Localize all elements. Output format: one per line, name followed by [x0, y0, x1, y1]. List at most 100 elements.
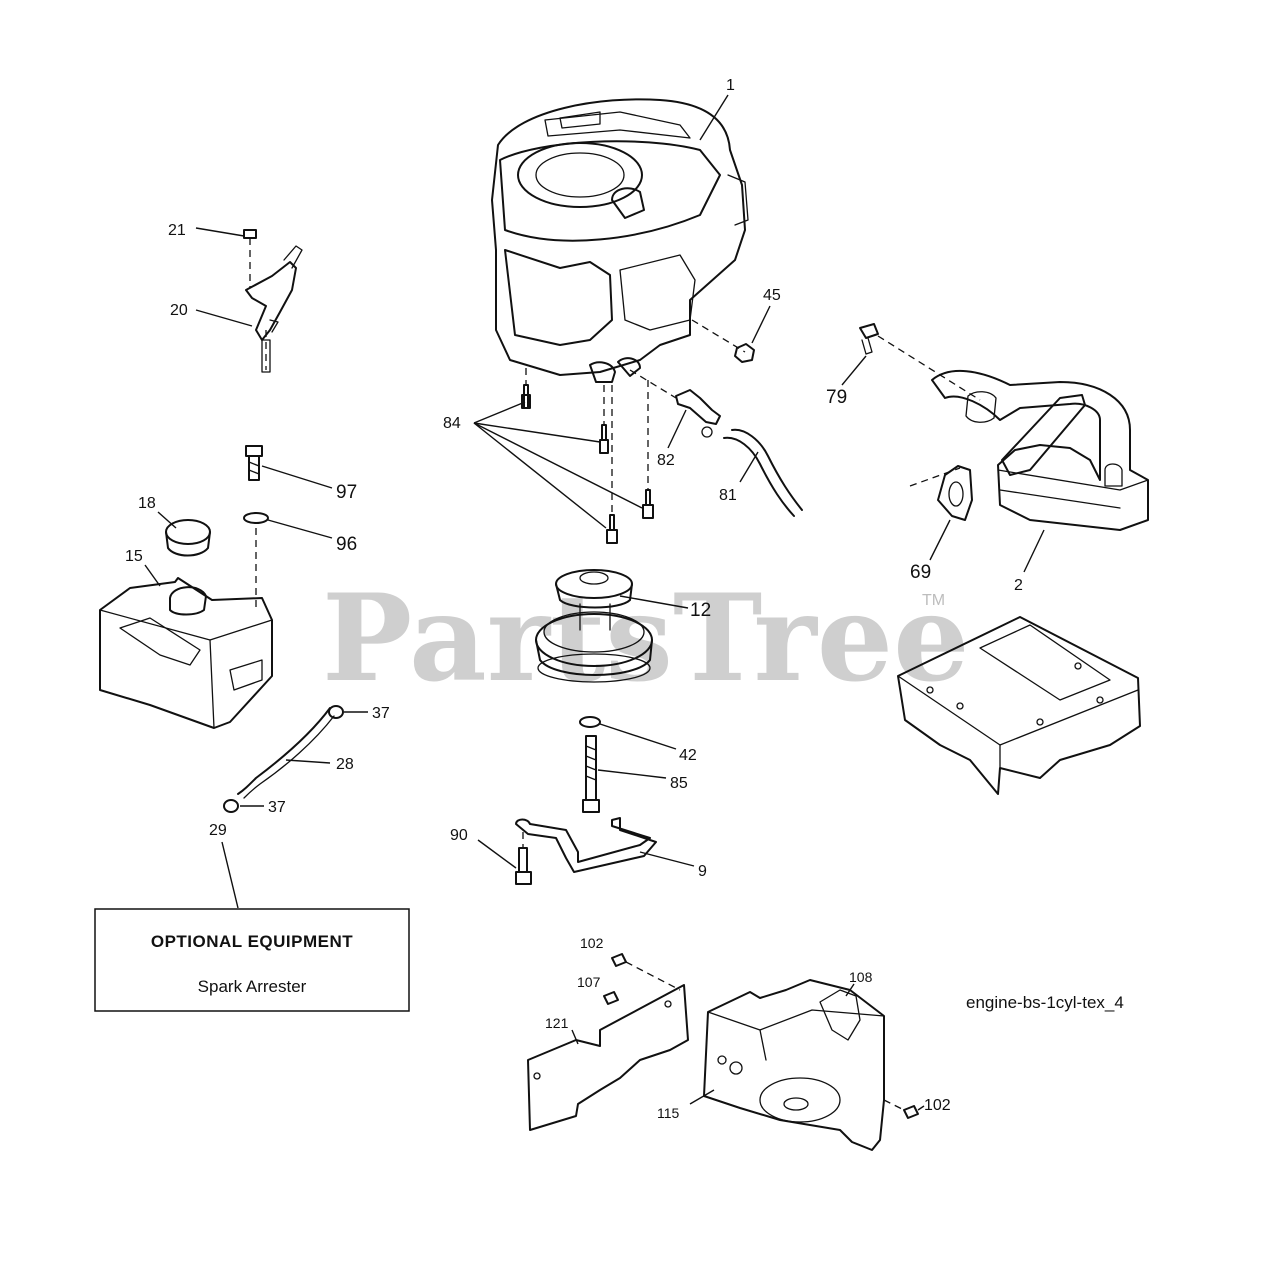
engine-assembly	[491, 98, 749, 383]
leader-85	[597, 769, 667, 779]
dashed-69	[909, 467, 961, 487]
leader-28	[285, 759, 331, 764]
pulley-12	[535, 569, 653, 683]
leader-108	[845, 983, 855, 997]
callout-21: 21	[168, 222, 186, 239]
throttle-control-20	[243, 229, 303, 373]
bolt-85	[582, 735, 600, 813]
leader-121	[571, 1029, 579, 1045]
callout-1: 1	[726, 77, 735, 94]
callout-12: 12	[690, 600, 711, 621]
leader-90	[477, 839, 517, 869]
bolt-90	[515, 832, 532, 885]
leader-1	[699, 94, 729, 141]
screw-107	[603, 991, 619, 1005]
dashed-82	[629, 369, 677, 399]
callout-79: 79	[826, 387, 847, 408]
leader-81	[739, 451, 759, 483]
callout-84: 84	[443, 415, 461, 432]
fuel-line-28-edge	[243, 715, 335, 799]
leader-102-right	[917, 1105, 925, 1111]
callout-42: 42	[679, 747, 697, 764]
callout-29: 29	[209, 822, 227, 839]
dashed-guide-45	[691, 319, 746, 353]
watermark-text: PartsTree	[322, 568, 969, 709]
callout-81: 81	[719, 487, 737, 504]
leader-84a	[473, 401, 526, 424]
diagram-code: engine-bs-1cyl-tex_4	[966, 993, 1124, 1012]
screw-102-top	[611, 953, 627, 967]
bolt-97	[245, 445, 263, 481]
leader-9	[639, 851, 695, 867]
fuel-tank-15	[99, 577, 273, 729]
leader-21	[195, 227, 245, 237]
washer-96	[243, 512, 269, 524]
callout-15: 15	[125, 548, 143, 565]
callout-85: 85	[670, 775, 688, 792]
engine-mounting-plate	[897, 616, 1141, 795]
clamp-37-top	[328, 705, 344, 719]
callout-9: 9	[698, 863, 707, 880]
screw-102-right	[903, 1105, 919, 1119]
callout-82: 82	[657, 452, 675, 469]
callout-121: 121	[545, 1015, 569, 1031]
optional-equipment-box	[94, 908, 410, 1012]
callout-90: 90	[450, 827, 468, 844]
callout-96: 96	[336, 534, 357, 555]
callout-102-top: 102	[580, 935, 604, 951]
leader-82	[667, 409, 687, 449]
muffler-2	[931, 369, 1149, 531]
leader-29	[221, 841, 239, 909]
heat-shield-121	[527, 984, 689, 1131]
callout-69: 69	[910, 562, 931, 583]
fuel-hose-81	[731, 428, 803, 511]
heat-shield-115	[703, 979, 885, 1151]
gasket-69	[909, 465, 973, 521]
callout-107: 107	[577, 974, 601, 990]
leader-42	[599, 723, 677, 750]
nut-45	[734, 343, 755, 363]
dashed-102-right	[883, 1099, 905, 1111]
leader-96	[267, 519, 333, 539]
leader-18	[157, 511, 177, 529]
leader-2	[1023, 529, 1045, 573]
callout-20: 20	[170, 302, 188, 319]
washer-42	[579, 716, 601, 728]
heat-shield-108	[819, 989, 861, 1041]
callout-97: 97	[336, 482, 357, 503]
leader-84d	[473, 422, 607, 529]
optional-equipment-title: OPTIONAL EQUIPMENT	[151, 932, 353, 951]
fuel-cap-18	[165, 519, 211, 557]
leader-84c	[473, 422, 643, 509]
callout-108: 108	[849, 969, 873, 985]
bolt-79	[859, 323, 879, 355]
watermark-trademark: TM	[922, 592, 945, 609]
callout-18: 18	[138, 495, 156, 512]
callout-28: 28	[336, 756, 354, 773]
callout-2: 2	[1014, 577, 1023, 594]
leader-20	[195, 309, 253, 327]
leader-15	[144, 564, 161, 587]
leader-69	[929, 519, 951, 561]
callout-37-top: 37	[372, 705, 390, 722]
bracket-9	[515, 817, 657, 873]
leader-79	[841, 355, 867, 386]
callout-102-right: 102	[924, 1097, 951, 1114]
leader-45	[751, 305, 771, 344]
callout-45: 45	[763, 287, 781, 304]
fuel-fitting-82	[675, 389, 721, 438]
callout-115: 115	[657, 1105, 680, 1121]
leader-84b	[473, 422, 601, 443]
leader-12	[619, 595, 689, 609]
clamp-37-bottom	[223, 799, 239, 813]
fuel-hose-81-edge	[723, 436, 795, 517]
dashed-79	[877, 335, 981, 401]
bolts-84	[521, 384, 654, 544]
optional-equipment-subtitle: Spark Arrester	[198, 977, 307, 996]
fuel-line-28	[237, 707, 331, 795]
leader-97	[261, 465, 333, 489]
leader-115	[689, 1089, 715, 1105]
dashed-102-top	[625, 961, 681, 991]
callout-37-bottom: 37	[268, 799, 286, 816]
